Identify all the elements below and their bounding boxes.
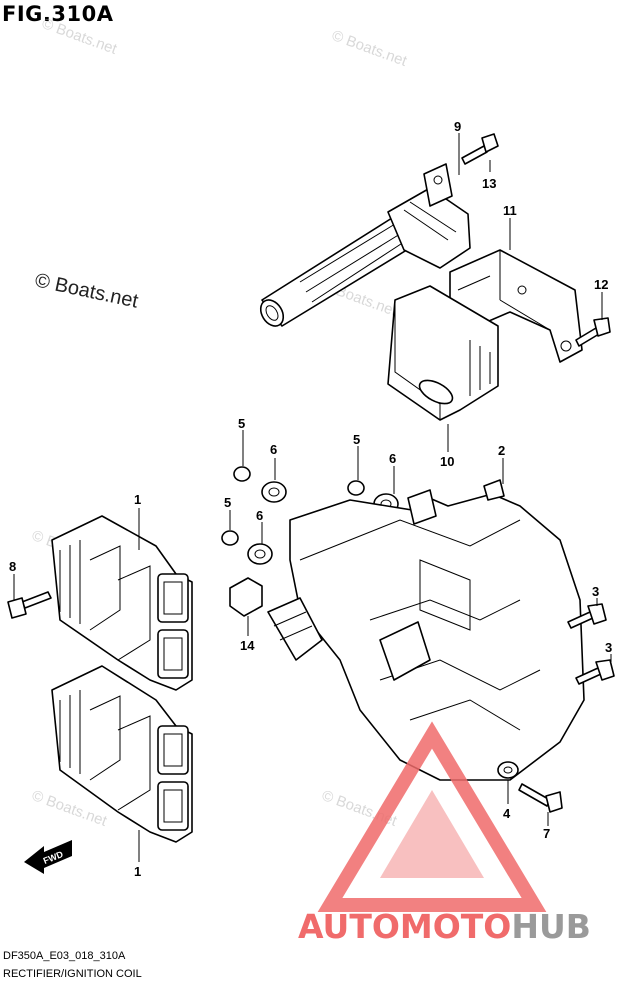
callout-3b: 3 <box>605 640 612 655</box>
callout-5a: 5 <box>238 416 245 431</box>
callout-5c: 5 <box>224 495 231 510</box>
callout-13: 13 <box>482 176 496 191</box>
brand-part2: HUB <box>511 907 591 946</box>
bolt-12 <box>575 317 611 347</box>
brand-part1: AUTOMOTO <box>298 907 512 946</box>
mounting-bracket <box>267 479 585 781</box>
callout-6a: 6 <box>270 442 277 457</box>
coil-cover <box>387 285 499 421</box>
callout-6c: 6 <box>256 508 263 523</box>
bolt-3b <box>575 659 615 685</box>
brand-logo-triangle <box>317 721 547 912</box>
callout-8: 8 <box>9 559 16 574</box>
callout-10: 10 <box>440 454 454 469</box>
callout-1a: 1 <box>134 492 141 507</box>
clip-14 <box>229 577 263 617</box>
callouts: 9 13 11 12 10 5 6 5 6 2 5 6 1 8 3 14 3 4… <box>9 119 612 879</box>
callout-6b: 6 <box>389 451 396 466</box>
callout-7: 7 <box>543 826 550 841</box>
rectifier-lower <box>51 665 193 843</box>
collar-5a <box>233 466 251 482</box>
leader-lines <box>13 133 612 862</box>
figure-title: FIG.310A <box>2 2 114 26</box>
brand-wordmark: AUTOMOTOHUB <box>298 907 591 946</box>
collar-5c <box>221 530 239 546</box>
callout-2: 2 <box>498 443 505 458</box>
callout-4: 4 <box>503 806 511 821</box>
grommet-6a <box>261 481 287 503</box>
callout-3a: 3 <box>592 584 599 599</box>
drawing-code: DF350A_E03_018_310A <box>3 950 126 962</box>
callout-12: 12 <box>594 277 608 292</box>
fwd-arrow: FWD <box>24 840 72 874</box>
bolt-7 <box>518 783 563 813</box>
rectifier-upper <box>51 515 193 691</box>
grommet-6c <box>247 543 273 565</box>
callout-9: 9 <box>454 119 461 134</box>
callout-14: 14 <box>240 638 255 653</box>
ignition-coil <box>259 163 471 327</box>
bolt-13 <box>461 133 499 165</box>
collar-5b <box>347 480 365 496</box>
caption: RECTIFIER/IGNITION COIL <box>3 968 142 980</box>
washer-4 <box>497 761 519 779</box>
callout-1b: 1 <box>134 864 141 879</box>
callout-11: 11 <box>503 203 517 218</box>
bolt-8 <box>7 591 52 619</box>
callout-5b: 5 <box>353 432 360 447</box>
